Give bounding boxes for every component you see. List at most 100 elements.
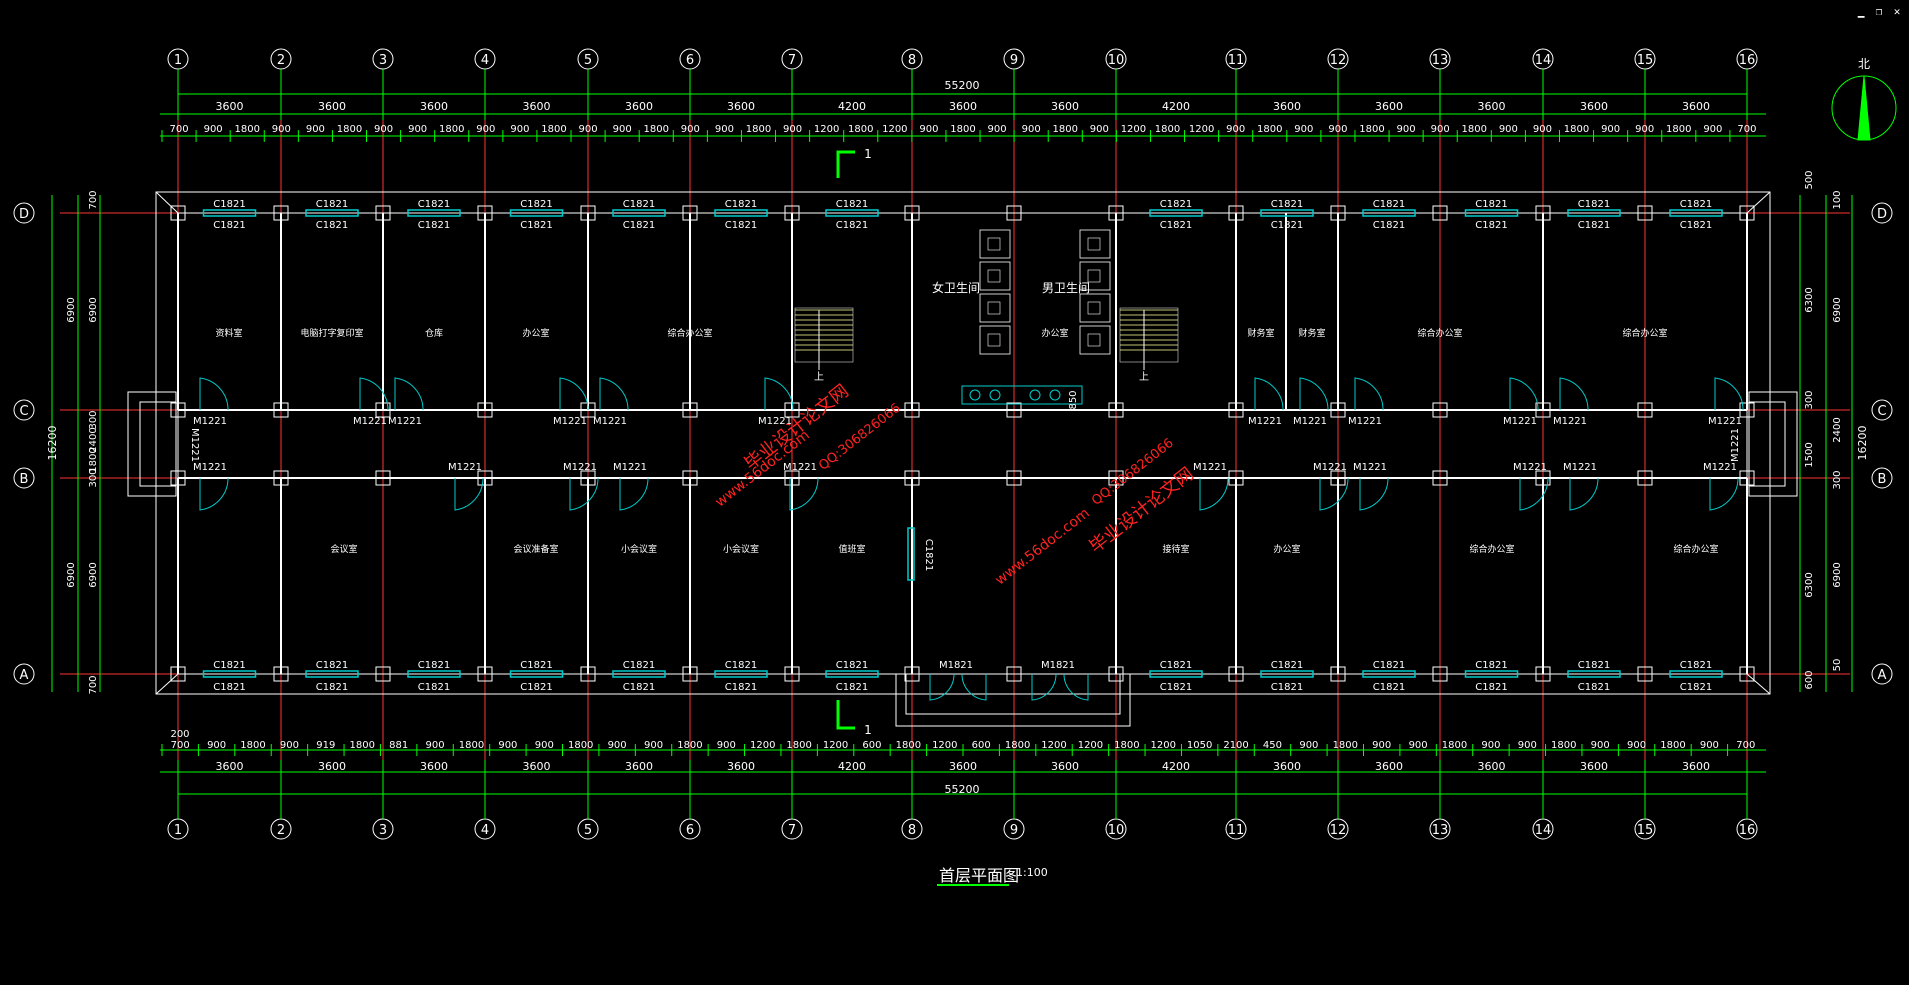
dim-bay-bottom-2: 3600: [420, 760, 448, 773]
window-tag-south-1: C1821: [316, 660, 348, 671]
room-label-north-4: 综合办公室: [667, 327, 712, 339]
dim-right-10: 600: [1804, 670, 1815, 689]
dim-left-outer-6: 6900: [88, 562, 99, 587]
column-9C: [1006, 402, 1022, 418]
dim-detail-top-9: 900: [476, 124, 495, 135]
column-5B: [580, 470, 596, 486]
door-tag-south-2: M1221: [563, 462, 597, 473]
dim-detail-top-25: 900: [1022, 124, 1041, 135]
room-label-north-3: 办公室: [522, 327, 549, 339]
axis-label-bottom-10: 10: [1108, 823, 1125, 838]
dim-left-outer-1: 6900: [88, 297, 99, 322]
window-tag-south-outer-9: C1821: [1160, 682, 1192, 693]
dim-detail-top-31: 900: [1226, 124, 1245, 135]
door-tag-south-7: M1221: [1353, 462, 1387, 473]
restore-icon[interactable]: ❐: [1875, 5, 1883, 18]
axis-label-top-5: 5: [584, 53, 592, 68]
axis-label-bottom-14: 14: [1535, 823, 1552, 838]
window-north-0: [202, 209, 257, 217]
wash-basin-counter: [961, 385, 1083, 405]
dim-detail-top-33: 900: [1294, 124, 1313, 135]
dim-left-outer-0: 700: [88, 190, 99, 209]
column-9D: [1006, 205, 1022, 221]
door-tag-south-4: M1221: [783, 462, 817, 473]
dim-right-4: 300: [1804, 390, 1815, 409]
room-label-north-13: 综合办公室: [1622, 327, 1667, 339]
axis-label-top-6: 6: [686, 53, 694, 68]
dim-overall-bottom: 55200: [945, 783, 980, 796]
column-2A: [273, 666, 289, 682]
dim-bay-bottom-0: 3600: [216, 760, 244, 773]
window-tag-north-inner-9: C1821: [1160, 220, 1192, 231]
entry-door-tag-1: M1821: [1041, 660, 1075, 671]
door-swing-south-7: [1359, 477, 1389, 511]
column-11B: [1228, 470, 1244, 486]
window-tag-north-4: C1821: [623, 199, 655, 210]
axis-label-top-14: 14: [1535, 53, 1552, 68]
dim-right-2: 6300: [1804, 287, 1815, 312]
dim-detail-bottom-13: 900: [644, 740, 663, 751]
column-16C: [1739, 402, 1755, 418]
door-swing-south-2: [569, 477, 599, 511]
toilet-stall-1-0: [1079, 229, 1111, 259]
dim-detail-bottom-3: 900: [280, 740, 299, 751]
axis-bubble-left-C: [13, 399, 35, 421]
minimize-icon[interactable]: ▁: [1857, 5, 1865, 18]
dim-detail-top-34: 900: [1328, 124, 1347, 135]
dim-detail-top-32: 1800: [1257, 124, 1282, 135]
window-south-2: [407, 670, 461, 678]
door-swing-north-6: [1254, 377, 1284, 411]
dim-left-outer-5: 300: [88, 468, 99, 487]
dim-right-0: 500: [1804, 170, 1815, 189]
north-label: 北: [1858, 57, 1870, 71]
axis-label-left-C: C: [19, 404, 28, 419]
dim-detail-top-15: 900: [681, 124, 700, 135]
column-10B: [1108, 470, 1124, 486]
dim-right-7: 300: [1832, 470, 1843, 489]
column-15D: [1637, 205, 1653, 221]
column-16B: [1739, 470, 1755, 486]
column-8D: [904, 205, 920, 221]
window-south-5: [714, 670, 768, 678]
axis-label-top-7: 7: [788, 53, 796, 68]
dim-detail-top-11: 1800: [541, 124, 566, 135]
door-tag-north-2: M1221: [388, 416, 422, 427]
column-10D: [1108, 205, 1124, 221]
close-icon[interactable]: ✕: [1893, 5, 1901, 18]
column-2C: [273, 402, 289, 418]
window-tag-north-9: C1821: [1160, 199, 1192, 210]
drawing-title: 首层平面图: [939, 866, 1020, 885]
door-swing-south-6: [1319, 477, 1349, 511]
dim-bay-top-13: 3600: [1580, 100, 1608, 113]
window-north-1: [305, 209, 359, 217]
dim-detail-top-35: 1800: [1359, 124, 1384, 135]
dim-detail-bottom-2: 1800: [240, 740, 265, 751]
window-tag-north-3: C1821: [520, 199, 552, 210]
column-16A: [1739, 666, 1755, 682]
room-label-north-1: 电脑打字复印室: [300, 327, 363, 339]
door-tag-east: M1221: [1730, 428, 1741, 462]
column-10C: [1108, 402, 1124, 418]
axis-bubble-left-B: [13, 467, 35, 489]
axis-bubble-right-A: [1871, 663, 1893, 685]
axis-bubble-right-D: [1871, 202, 1893, 224]
dim-detail-bottom-11: 1800: [568, 740, 593, 751]
axis-label-top-11: 11: [1228, 53, 1245, 68]
column-16D: [1739, 205, 1755, 221]
column-4B: [477, 470, 493, 486]
wash-basin-2: [1029, 389, 1041, 401]
dim-detail-top-10: 900: [510, 124, 529, 135]
axis-label-top-9: 9: [1010, 53, 1018, 68]
axis-label-top-4: 4: [481, 53, 489, 68]
window-tag-south-outer-2: C1821: [418, 682, 450, 693]
dim-detail-top-42: 900: [1601, 124, 1620, 135]
window-north-5: [714, 209, 768, 217]
window-tag-north-inner-1: C1821: [316, 220, 348, 231]
window-south-10: [1260, 670, 1314, 678]
dim-right-5: 2400: [1832, 417, 1843, 442]
dim-detail-bottom-29: 2100: [1223, 740, 1248, 751]
east-entrance-outer: [1748, 391, 1798, 497]
door-swing-north-5: [764, 377, 794, 411]
